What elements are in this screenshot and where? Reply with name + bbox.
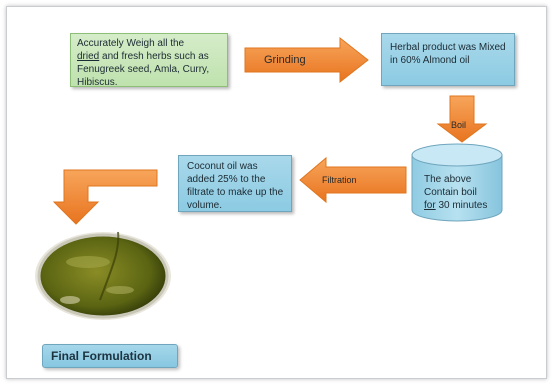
filtration-arrow bbox=[299, 156, 407, 204]
final-formulation-label: Final Formulation bbox=[42, 344, 178, 368]
coconut-text: Coconut oil was added 25% to the filtrat… bbox=[187, 161, 284, 211]
filtration-label: Filtration bbox=[322, 175, 357, 185]
boil-line-3-rest: 30 minutes bbox=[435, 200, 488, 211]
bent-arrow bbox=[52, 169, 158, 225]
weigh-line-4: Hibiscus. bbox=[77, 77, 118, 88]
mix-text: Herbal product was Mixed in 60% Almond o… bbox=[390, 42, 506, 66]
weigh-line-1: Accurately Weigh all the bbox=[77, 38, 185, 49]
boil-for-word: for bbox=[424, 200, 436, 211]
coconut-oil-step: Coconut oil was added 25% to the filtrat… bbox=[178, 155, 292, 212]
boil-cylinder bbox=[411, 143, 503, 222]
boil-line-3: for 30 minutes bbox=[424, 199, 487, 212]
boil-line-2: Contain boil bbox=[424, 187, 477, 198]
mix-almond-oil-step: Herbal product was Mixed in 60% Almond o… bbox=[381, 33, 515, 86]
weigh-herbs-step: Accurately Weigh all the dried and fresh… bbox=[70, 33, 228, 88]
boil-arrow bbox=[436, 95, 488, 143]
grinding-label: Grinding bbox=[264, 54, 306, 66]
boil-label: Boil bbox=[451, 120, 467, 130]
grinding-arrow bbox=[244, 36, 369, 84]
weigh-line-2: dried and fresh herbs such as bbox=[77, 50, 227, 63]
oil-bowl-image bbox=[35, 231, 171, 320]
boil-line-1: The above bbox=[424, 174, 472, 185]
weigh-line-2-rest: and fresh herbs such as bbox=[99, 51, 209, 62]
boil-step-text: The above Contain boil for 30 minutes bbox=[424, 173, 487, 212]
weigh-dried-word: dried bbox=[77, 51, 100, 62]
weigh-line-3: Fenugreek seed, Amla, Curry, bbox=[77, 64, 210, 75]
